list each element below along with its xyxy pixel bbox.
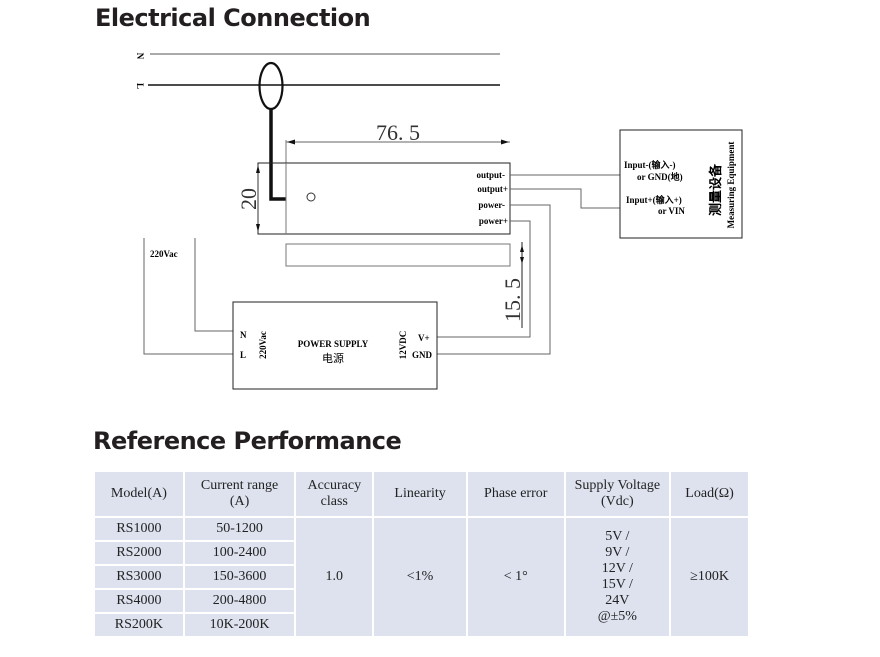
wire-power-neg [437,204,551,355]
cell-model: RS2000 [93,540,185,566]
cell-range: 10K-200K [182,612,297,638]
ps-input-l: L [240,350,246,360]
header-current-line2: (A) [229,494,250,509]
dimension-length: 76. 5 [376,120,420,145]
terminal-power-pos: power+ [479,216,508,226]
power-supply-box [232,301,438,390]
mains-wire-n [194,238,233,332]
cell-model: RS3000 [93,564,185,590]
ps-input-voltage: 220Vac [258,331,268,359]
line-n-label: N [135,53,145,60]
table-row: RS1000 50-1200 1.0 <1% < 1° 5V / 9V / 12… [93,516,750,638]
cell-accuracy: 1.0 [294,516,375,638]
header-accuracy-line2: class [320,494,348,509]
sensor-side-view [285,243,511,267]
cell-phase-error: < 1° [465,516,566,638]
sensor-body [257,162,511,235]
measuring-equipment-box [619,129,743,239]
equip-input-neg-alt: or GND(地) [637,171,683,182]
terminal-output-neg: output- [476,170,505,180]
cell-range: 200-4800 [182,588,297,614]
wire-output-pos [510,188,620,209]
equip-input-pos-alt: or VIN [658,206,685,216]
terminal-output-pos: output+ [477,184,508,194]
cell-range: 150-3600 [182,564,297,590]
wiring-diagram: N L 76. 5 20 output- output+ power- powe… [135,53,743,390]
ps-output-gnd: GND [412,350,433,360]
ps-output-voltage: 12VDC [398,331,408,360]
current-transformer-loop-icon [258,61,284,111]
supply-line: @±5% [597,609,637,624]
header-load: Load(Ω) [669,470,750,518]
header-model: Model(A) [93,470,185,518]
cell-model: RS200K [93,612,185,638]
section-title-reference-performance: Reference Performance [93,427,402,455]
table-row: RS200K 10K-200K [93,612,749,638]
mains-voltage-label: 220Vac [150,249,178,259]
supply-line: 15V / [601,577,633,592]
table-row: RS4000 200-4800 [93,588,749,614]
ps-input-n: N [240,330,247,340]
header-supply-line2: (Vdc) [600,494,634,509]
cell-load: ≥100K [669,516,750,638]
cell-model: RS4000 [93,588,185,614]
equip-title: Measuring Equipment [726,142,736,229]
ps-output-vplus: V+ [418,333,430,343]
supply-line: 24V [605,593,630,608]
supply-line: 9V / [605,545,630,560]
header-supply-line1: Supply Voltage [574,478,661,493]
equip-input-pos: Input+(输入+) [626,194,682,205]
ps-title: POWER SUPPLY [298,339,369,349]
equip-input-neg: Input-(输入-) [624,159,676,170]
cell-model: RS1000 [93,516,185,542]
table-row: RS3000 150-3600 [93,564,749,590]
table-row: RS2000 100-2400 [93,540,749,566]
header-linearity: Linearity [372,470,468,518]
sensor-lead-wire [269,109,286,201]
cell-range: 100-2400 [182,540,297,566]
section-title-electrical-connection: Electrical Connection [95,4,371,32]
mounting-hole-icon [306,192,316,202]
dimension-depth: 15. 5 [500,278,525,322]
mains-wire-l [143,238,233,355]
cell-supply-voltage: 5V / 9V / 12V / 15V / 24V @±5% [563,516,672,638]
supply-line: 12V / [601,561,633,576]
ps-title-cn: 电源 [322,351,344,365]
terminal-power-neg: power- [478,200,505,210]
dimension-height: 20 [236,188,261,210]
line-l-label: L [135,83,145,89]
header-current-line1: Current range [200,478,279,493]
wire-power-pos [437,220,531,338]
cell-range: 50-1200 [182,516,297,542]
header-current-range: Current range(A) [182,470,297,518]
equip-title-cn: 测量设备 [708,163,723,216]
header-phase-error: Phase error [465,470,566,518]
supply-line: 5V / [605,529,630,544]
header-accuracy-line1: Accuracy [307,478,362,493]
cell-linearity: <1% [372,516,468,638]
header-supply-voltage: Supply Voltage(Vdc) [563,470,672,518]
